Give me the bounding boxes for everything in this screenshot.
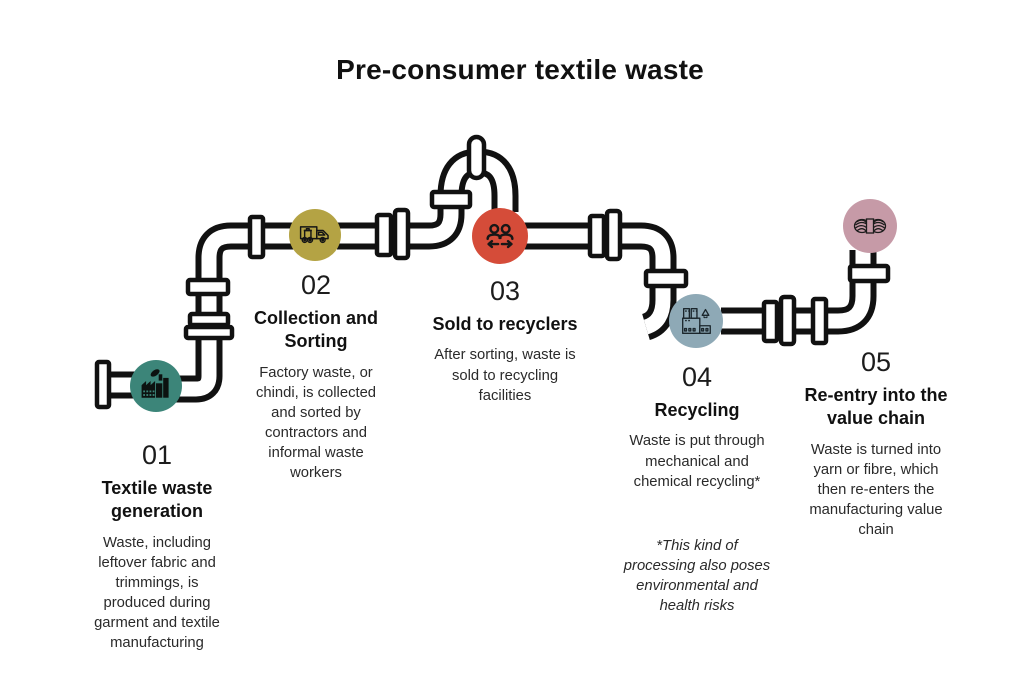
stage-5-description: Waste is turned into yarn or fibre, whic… <box>809 441 943 539</box>
stage-2-circle <box>289 209 341 261</box>
stage-3-circle <box>472 208 528 264</box>
pipe-coupling <box>587 213 607 259</box>
stage-5-title: Re-entry into the value chain <box>804 385 948 429</box>
stage-4-number: 04 <box>681 362 713 392</box>
stage-1-description: Waste, including leftover fabric and tri… <box>94 534 220 652</box>
stage-3: 03 Sold to recyclers After sorting, wast… <box>427 276 583 406</box>
pipe-flange <box>185 277 231 297</box>
pipe-coupling <box>761 299 780 344</box>
recycling-plant-icon <box>682 307 711 335</box>
stage-3-number: 03 <box>489 276 521 306</box>
pipe-flange <box>187 311 231 328</box>
stage-2-description: Factory waste, or chindi, is collected a… <box>255 364 377 482</box>
stage-5-number: 05 <box>860 347 892 377</box>
stage-4-title: Recycling <box>654 400 740 421</box>
stage-3-title: Sold to recyclers <box>432 314 578 335</box>
pipe-coupling <box>392 207 411 261</box>
pipe-flange <box>429 189 473 210</box>
people-trade-icon <box>486 223 514 249</box>
stage-1-title: Textile waste generation <box>101 478 213 522</box>
stage-4-footnote: *This kind of processing also poses envi… <box>623 537 771 615</box>
stage-5: 05 Re-entry into the value chain Waste i… <box>801 347 951 540</box>
stage-4: 04 Recycling Waste is put through mechan… <box>621 362 773 616</box>
pipe-coupling <box>778 294 797 347</box>
pipe-coupling <box>604 208 623 262</box>
factory-icon <box>141 369 169 398</box>
page-title: Pre-consumer textile waste <box>336 54 704 85</box>
stage-5-circle <box>843 199 897 253</box>
stage-1: 01 Textile waste generation Waste, inclu… <box>87 440 227 653</box>
stage-4-circle <box>669 294 723 348</box>
stage-3-description: After sorting, waste is sold to recyclin… <box>434 347 576 404</box>
pipe-coupling <box>810 296 829 346</box>
stage-2-title: Collection and Sorting <box>253 308 378 352</box>
pipe-flange <box>847 263 891 284</box>
pipe-coupling <box>374 212 394 258</box>
stage-2-number: 02 <box>300 270 332 300</box>
stage-1-circle <box>130 360 182 412</box>
pipe-flange <box>247 214 266 260</box>
stage-2: 02 Collection and Sorting Factory waste,… <box>247 270 385 483</box>
pipe-valve-stub <box>466 134 487 181</box>
stage-4-description: Waste is put through mechanical and chem… <box>629 433 765 490</box>
pipe-flange <box>183 324 235 341</box>
garbage-truck-icon <box>299 226 329 244</box>
pipe-flange <box>643 268 689 289</box>
stage-1-number: 01 <box>141 440 173 470</box>
pipe-end-cap <box>94 359 112 410</box>
yarn-skein-icon <box>853 218 887 234</box>
